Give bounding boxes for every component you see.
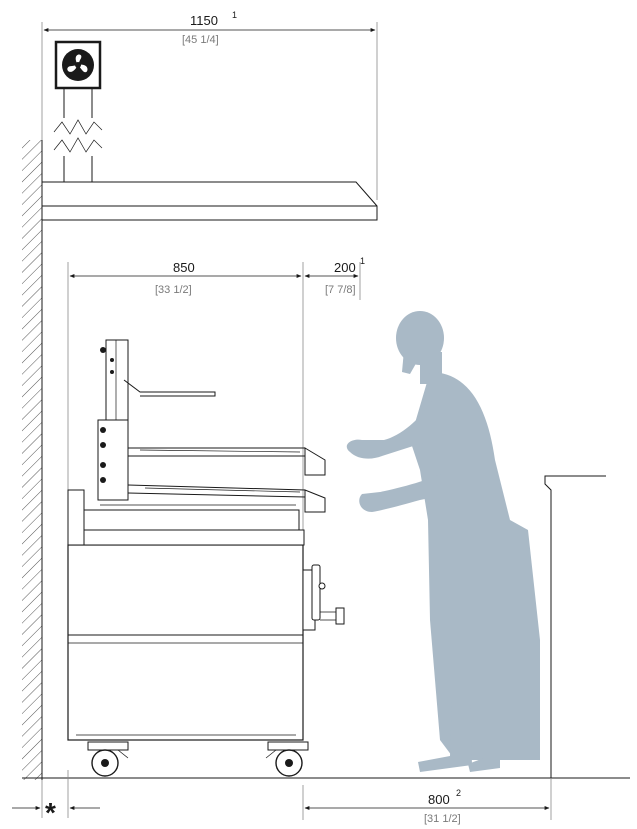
dimension-front-clearance-note: 1 [360,256,365,266]
back-counter [544,475,606,778]
dimension-appliance-depth-inches: [33 1/2] [155,284,192,296]
caster-right [265,741,309,777]
dimension-aisle-depth-note: 2 [456,788,461,798]
dimension-appliance-depth: 850 [33 1/2] [69,260,302,296]
dimension-aisle-depth: 800 2 [31 1/2] [304,788,550,825]
dimension-aisle-depth-inches: [31 1/2] [424,813,461,825]
dimension-hood-length-note: 1 [232,10,237,20]
exhaust-duct [53,88,103,182]
dimension-front-clearance: 200 1 [7 7/8] [304,256,365,296]
hood-canopy [42,181,378,221]
lift-mechanism [97,339,326,513]
dimension-hood-length-inches: [45 1/4] [182,34,219,46]
dimension-hood-length-value: 1150 [190,13,218,28]
appliance-cabinet [67,489,305,741]
appliance-controls [302,564,345,631]
dimension-wall-gap: * [12,797,100,828]
dimension-appliance-depth-value: 850 [173,260,195,275]
wall-gap-marker: * [45,797,56,828]
wall [22,140,43,780]
caster-left [87,741,129,777]
dimension-hood-length: 1150 1 [45 1/4] [43,10,376,46]
dimension-front-clearance-inches: [7 7/8] [325,284,356,296]
dimension-aisle-depth-value: 800 [428,792,450,807]
person-silhouette [346,311,540,772]
dimension-front-clearance-value: 200 [334,260,356,275]
fan-icon [62,49,94,81]
exhaust-fan [54,40,102,90]
